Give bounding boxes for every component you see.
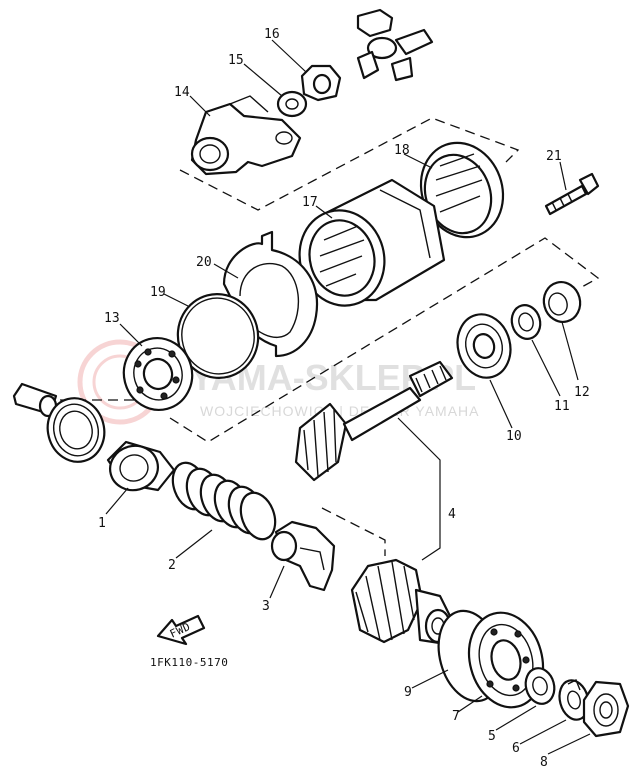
bearing-housing [298, 178, 446, 307]
nut [300, 64, 342, 102]
callout-1: 1 [98, 516, 106, 531]
collar [106, 440, 176, 492]
reference-code: 1FK110-5170 [150, 656, 228, 669]
callout-2: 2 [168, 558, 176, 573]
bearing [122, 337, 194, 411]
shaft-bearing [456, 313, 512, 379]
large-bearing [437, 609, 545, 709]
callout-11: 11 [554, 399, 570, 414]
fwd-arrow-icon: FWD [156, 614, 206, 646]
universal-joint [356, 8, 434, 82]
callout-8: 8 [540, 755, 548, 770]
callout-13: 13 [104, 311, 120, 326]
flat-washer [524, 667, 556, 705]
callout-20: 20 [196, 255, 212, 270]
o-ring [176, 293, 260, 379]
callout-15: 15 [228, 53, 244, 68]
spacer [510, 304, 542, 340]
washer [276, 90, 308, 118]
callout-16: 16 [264, 27, 280, 42]
spring [171, 461, 277, 541]
lock-nut [542, 281, 582, 323]
yoke [190, 95, 302, 176]
callout-21: 21 [546, 149, 562, 164]
cam-follower [270, 520, 336, 592]
callout-17: 17 [302, 195, 318, 210]
bolt [544, 172, 600, 216]
callout-9: 9 [404, 685, 412, 700]
callout-5: 5 [488, 729, 496, 744]
leader-lines [105, 39, 591, 755]
shaft-stub [12, 382, 58, 418]
callout-7: 7 [452, 709, 460, 724]
oil-seal [46, 397, 106, 463]
ring-gear [350, 558, 454, 646]
seal-ring [419, 141, 505, 239]
callout-14: 14 [174, 85, 190, 100]
callout-18: 18 [394, 143, 410, 158]
pinion-gear-shaft [294, 360, 454, 482]
callout-numbers: 1 2 3 4 5 6 7 8 9 10 11 12 13 14 15 16 1… [98, 27, 590, 770]
callout-6: 6 [512, 741, 520, 756]
group-outlines [60, 117, 600, 556]
castle-nut [582, 680, 630, 738]
callout-4: 4 [448, 507, 456, 522]
callout-10: 10 [506, 429, 522, 444]
callout-12: 12 [574, 385, 590, 400]
callout-3: 3 [262, 599, 270, 614]
callout-19: 19 [150, 285, 166, 300]
